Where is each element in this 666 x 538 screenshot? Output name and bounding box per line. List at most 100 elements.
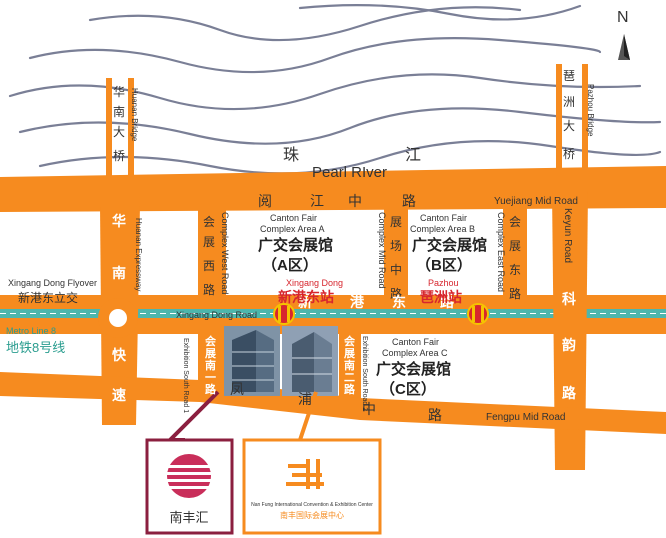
flyover-en: Xingang Dong Flyover	[8, 278, 97, 288]
building-photo-right	[282, 326, 338, 396]
pazhou-bridge-cn-2: 洲	[563, 95, 575, 109]
callout-line-right	[298, 391, 318, 441]
west-cn-3: 西	[203, 259, 215, 273]
west-en: Complex West Road	[220, 212, 230, 294]
yuejiang-en: Yuejiang Mid Road	[494, 196, 578, 207]
huanan-bridge-cn-1: 华	[113, 85, 125, 99]
xingang-cn-2: 港	[350, 294, 365, 310]
complex-east-road	[503, 200, 527, 308]
xingang-en: Xingang Dong Road	[176, 310, 257, 320]
compass-icon	[618, 34, 630, 60]
area-b-en-1: Canton Fair	[420, 213, 467, 223]
yuejiang-cn-2: 江	[310, 193, 324, 209]
south1-en: Exhibition South Road 1	[182, 338, 189, 413]
yuejiang-cn-3: 中	[348, 193, 362, 209]
area-c-block	[361, 334, 503, 398]
yuejiang-road	[0, 166, 666, 212]
pazhou-bridge-cn-1: 琶	[563, 69, 575, 83]
east-cn-1: 会	[509, 215, 521, 229]
huanan-expy-cn-2: 南	[112, 265, 126, 281]
area-a-en-2: Complex Area A	[260, 224, 325, 234]
metro-station-icon-2	[467, 303, 489, 325]
nanfung-center-box	[242, 438, 382, 535]
keyun-cn-1: 科	[562, 291, 576, 307]
complex-mid-road	[384, 204, 408, 308]
keyun-en: Keyun Road	[562, 208, 573, 263]
area-a-cn-2: （A区）	[262, 256, 318, 274]
east-cn-2: 展	[509, 239, 521, 253]
huanan-expy-cn-1: 华	[112, 213, 126, 229]
nanfung-center-logo-icon	[286, 459, 324, 489]
south1-cn-2: 展	[204, 347, 217, 360]
mid-cn-4: 路	[390, 286, 402, 301]
east-cn-3: 东	[509, 263, 521, 277]
xingang-cn-3: 东	[392, 294, 406, 310]
flyover-center	[109, 309, 127, 327]
huanan-bridge-cn-4: 桥	[113, 149, 125, 163]
area-c-en-2: Complex Area C	[382, 348, 448, 358]
compass-label: N	[617, 9, 629, 26]
huanan-bridge-cn-2: 南	[113, 104, 125, 119]
south2-cn-5: 路	[344, 382, 356, 396]
mid-en: Complex Mid Road	[377, 212, 387, 289]
area-b-cn-1: 广交会展馆	[412, 236, 487, 254]
nanfung-center-cn: 南丰国际会展中心	[280, 510, 344, 520]
fengpu-road	[0, 372, 666, 434]
fengpu-cn-4: 路	[428, 407, 442, 423]
building-photo-left	[224, 326, 280, 396]
nanfung-center-en: Nan Fung International Convention & Exhi…	[251, 502, 373, 508]
nanfung-hui-label: 南丰汇	[169, 510, 208, 525]
area-b-cn-2: （B区）	[416, 256, 472, 274]
yuejiang-cn-4: 路	[402, 193, 416, 209]
south1-cn-1: 会	[205, 334, 217, 348]
station-pazhou-en: Pazhou	[428, 278, 459, 288]
metro-en: Metro Line 8	[6, 326, 56, 336]
fengpu-cn-3: 中	[362, 401, 376, 417]
keyun-cn-3: 路	[562, 385, 577, 401]
metro-cn: 地铁8号线	[6, 340, 65, 355]
area-b-en-2: Complex Area B	[410, 224, 475, 234]
nanfung-hui-logo-icon	[167, 454, 211, 498]
huanan-bridge-2	[128, 78, 134, 190]
pazhou-bridge	[556, 64, 562, 186]
huanan-bridge-cn-3: 大	[113, 125, 125, 139]
south2-cn-1: 会	[344, 334, 356, 348]
huanan-bridge	[106, 78, 112, 190]
xingang-cn-4: 路	[440, 294, 455, 310]
area-c-cn-2: （C区）	[380, 380, 436, 398]
area-a-cn-1: 广交会展馆	[258, 236, 333, 254]
east-en: Complex East Road	[496, 212, 506, 292]
xingang-cn-1: 新	[298, 294, 312, 310]
south2-en: Exhibition South Road 2	[361, 336, 368, 411]
south1-cn-5: 路	[205, 382, 217, 396]
huanan-expy-en: Huanan Expressway	[134, 218, 143, 291]
roads	[0, 64, 666, 470]
complex-west-road	[198, 208, 226, 308]
east-cn-4: 路	[509, 286, 521, 301]
area-c-en-1: Canton Fair	[392, 337, 439, 347]
huanan-bridge-en: Huanan Bridge	[130, 88, 139, 142]
exhibition-south-road-2	[339, 333, 361, 403]
river-cn-2: 江	[405, 146, 421, 164]
mid-cn-1: 展	[390, 215, 402, 229]
west-cn-1: 会	[203, 215, 215, 229]
fengpu-cn-1: 凤	[230, 381, 244, 397]
pazhou-bridge-2	[582, 64, 588, 186]
west-cn-2: 展	[203, 235, 215, 249]
area-a-en-1: Canton Fair	[270, 213, 317, 223]
south2-cn-2: 展	[343, 347, 356, 360]
xingang-road	[0, 295, 666, 309]
metro-station-icon	[273, 303, 295, 325]
mid-cn-3: 中	[390, 262, 402, 277]
pazhou-bridge-en: Pazhou Bridge	[586, 84, 595, 137]
south2-cn-4: 二	[344, 372, 355, 384]
yuejiang-cn-1: 阅	[258, 193, 272, 209]
mid-cn-2: 场	[390, 239, 402, 253]
station-pazhou-cn: 琶洲站	[420, 289, 462, 305]
flyover-cn: 新港东立交	[18, 290, 78, 305]
huanan-expy-cn-4: 速	[112, 387, 126, 403]
keyun-cn-2: 韵	[562, 337, 576, 353]
fengpu-en: Fengpu Mid Road	[486, 412, 566, 423]
